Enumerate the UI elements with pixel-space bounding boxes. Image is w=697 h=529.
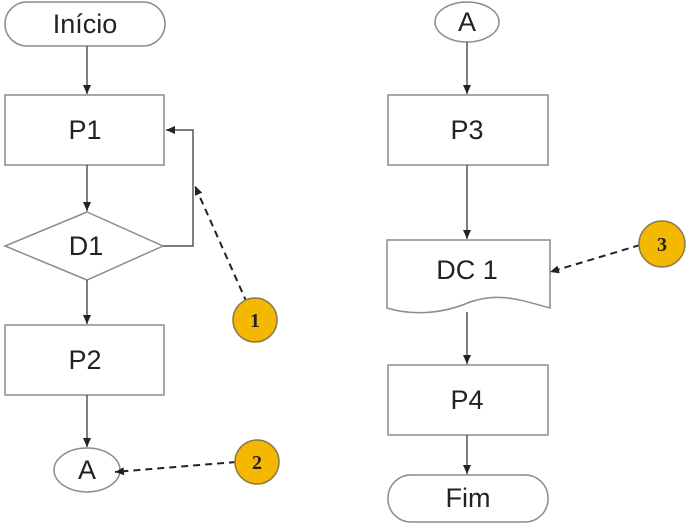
callout-2-label: 2: [252, 452, 262, 474]
end-label: Fim: [446, 483, 491, 513]
callout-3-pointer: [550, 245, 640, 272]
p2-label: P2: [68, 345, 101, 375]
d1-label: D1: [69, 231, 104, 261]
callout-2-pointer: [115, 462, 236, 472]
p3-label: P3: [450, 115, 483, 145]
callout-1-pointer: [195, 186, 247, 303]
p4-label: P4: [450, 385, 483, 415]
callout-1-label: 1: [250, 310, 260, 332]
p1-label: P1: [68, 115, 101, 145]
loop-arrow-d1-p1: [163, 130, 193, 246]
dc1-label: DC 1: [436, 255, 498, 285]
start-label: Início: [53, 9, 118, 39]
callout-3-label: 3: [657, 234, 667, 256]
connector-a-out-label: A: [78, 455, 96, 485]
connector-a-in-label: A: [458, 7, 476, 37]
